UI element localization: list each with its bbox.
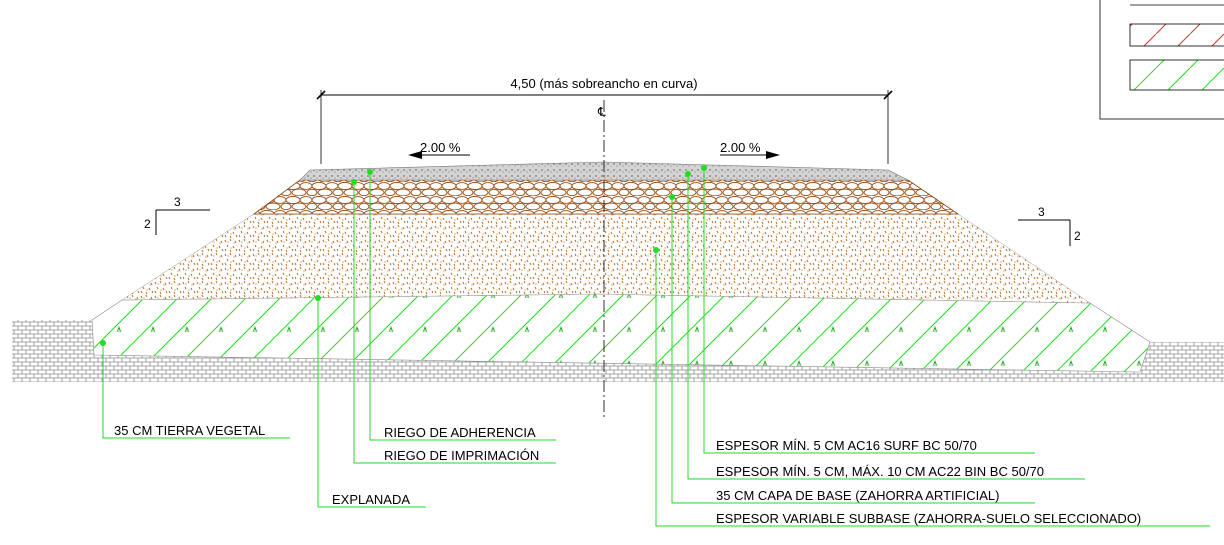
callout-explanada: EXPLANADA xyxy=(332,492,410,507)
slope-left-label: 2.00 % xyxy=(420,140,461,155)
base-layer xyxy=(252,179,960,215)
slope-right-label: 2.00 % xyxy=(720,140,761,155)
callout-dots xyxy=(100,165,707,346)
legend-box xyxy=(1099,0,1224,120)
centerline-symbol: ℄ xyxy=(597,105,606,119)
slope-right-rise: 2 xyxy=(1074,229,1081,243)
slope-right-run: 3 xyxy=(1038,205,1045,219)
slope-right-arrow xyxy=(720,151,780,159)
callout-subbase: ESPESOR VARIABLE SUBBASE (ZAHORRA-SUELO … xyxy=(716,511,1141,526)
slope-left-rise: 2 xyxy=(144,217,151,231)
slope-left-arrow xyxy=(408,151,470,159)
callout-riego-adherencia: RIEGO DE ADHERENCIA xyxy=(384,425,536,440)
width-dimension xyxy=(316,90,893,164)
slope-ratio-right xyxy=(1018,219,1071,246)
callout-ac16: ESPESOR MÍN. 5 CM AC16 SURF BC 50/70 xyxy=(716,438,977,453)
subbase-layer xyxy=(121,213,1091,304)
width-label: 4,50 (más sobreancho en curva) xyxy=(510,76,697,91)
callout-riego-imprimacion: RIEGO DE IMPRIMACIÓN xyxy=(384,448,539,463)
callout-tierra-vegetal: 35 CM TIERRA VEGETAL xyxy=(114,423,265,438)
legend-green-swatch xyxy=(1129,59,1224,91)
callout-ac22: ESPESOR MÍN. 5 CM, MÁX. 10 CM AC22 BIN B… xyxy=(716,464,1044,479)
callout-leaders xyxy=(102,168,1210,527)
callout-base: 35 CM CAPA DE BASE (ZAHORRA ARTIFICIAL) xyxy=(716,488,999,503)
legend-red-swatch xyxy=(1129,23,1224,47)
slope-left-run: 3 xyxy=(174,195,181,209)
slope-ratio-left xyxy=(155,209,210,235)
